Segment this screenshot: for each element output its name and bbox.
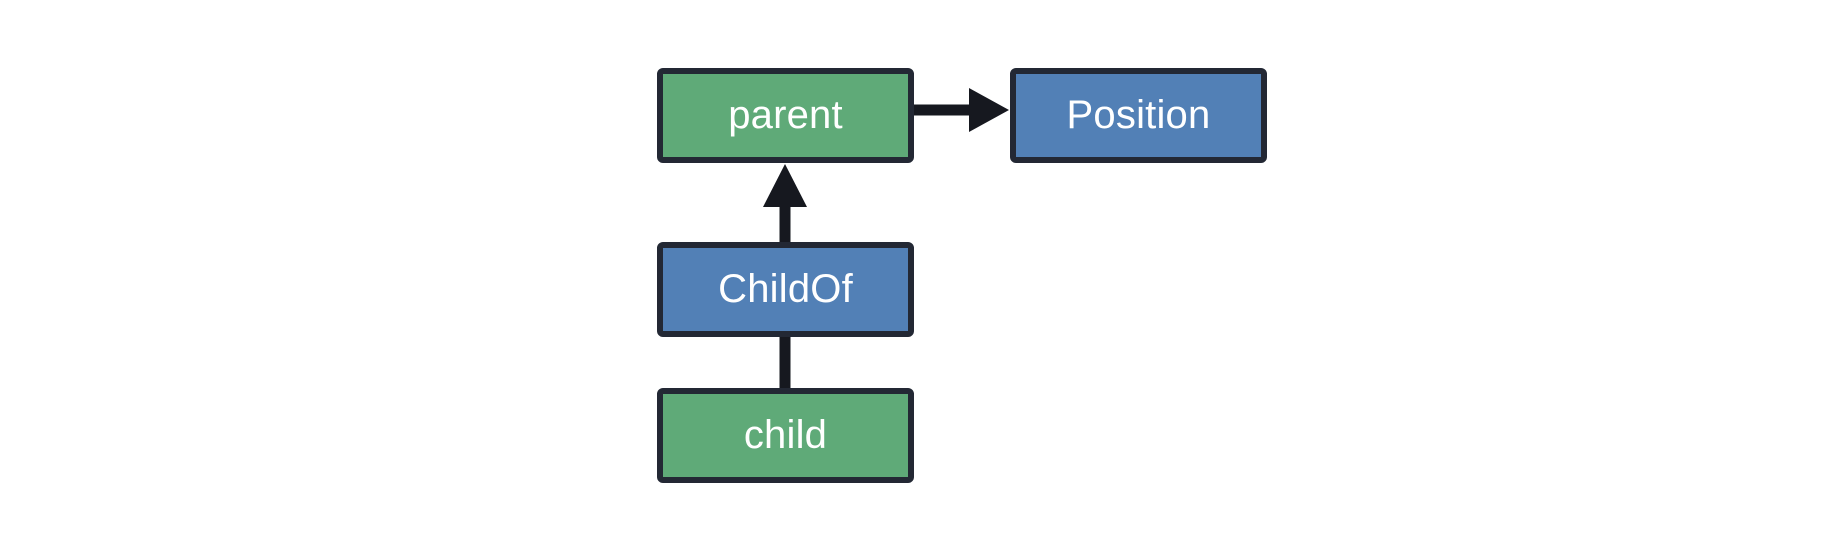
node-child-label: child — [743, 412, 828, 457]
arrowhead-up-icon — [763, 164, 807, 207]
node-parent-label: parent — [728, 92, 843, 137]
node-position[interactable]: Position — [1010, 68, 1267, 163]
node-parent[interactable]: parent — [657, 68, 914, 163]
node-child[interactable]: child — [657, 388, 914, 483]
node-position-label: Position — [1066, 92, 1211, 137]
edge-parent-to-position — [914, 88, 1009, 132]
arrowhead-right-icon — [969, 88, 1009, 132]
node-childof-label: ChildOf — [718, 266, 853, 311]
node-childof[interactable]: ChildOf — [657, 242, 914, 337]
edge-childof-to-parent — [763, 164, 807, 242]
